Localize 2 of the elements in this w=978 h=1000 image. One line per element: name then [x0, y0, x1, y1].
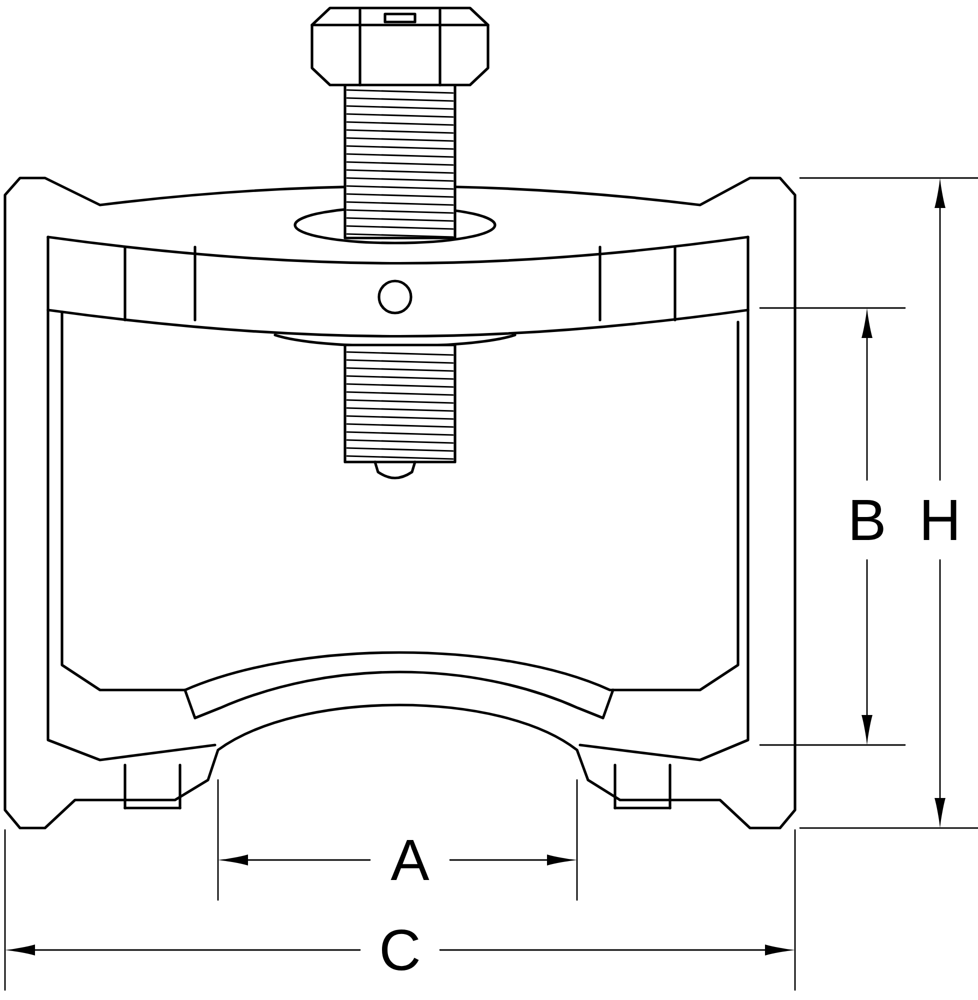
dimension-label: C — [382, 929, 419, 971]
dimension-label: A — [390, 840, 430, 880]
